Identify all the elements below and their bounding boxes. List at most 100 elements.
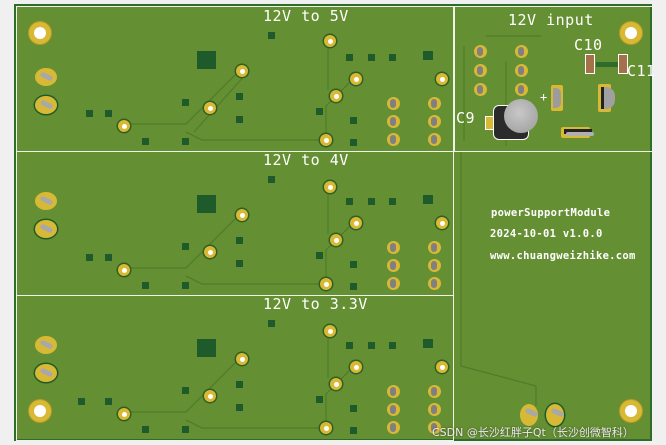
- pin: [387, 133, 400, 146]
- smd-pad: [346, 198, 353, 205]
- pin: [387, 241, 400, 254]
- via: [330, 90, 342, 102]
- via: [236, 353, 248, 365]
- via: [204, 390, 216, 402]
- section-title-input: 12V input: [508, 11, 594, 29]
- smd-pad: [182, 282, 189, 289]
- pin: [428, 133, 441, 146]
- terminal-4v-1: [35, 192, 57, 210]
- inductor-pad-3v3: [197, 339, 216, 357]
- regulator-pad-3v3: [423, 339, 433, 348]
- via: [204, 246, 216, 258]
- section-title-5v: 12V to 5V: [263, 7, 349, 25]
- smd-pad: [389, 198, 396, 205]
- section-outline-input: [454, 6, 654, 152]
- section-title-3v3: 12V to 3.3V: [263, 295, 368, 313]
- terminal-3v3-1: [35, 336, 57, 354]
- copper-traces: [124, 35, 541, 429]
- smd-pad: [368, 54, 375, 61]
- c10-c11-trace: [596, 62, 618, 67]
- pin: [387, 259, 400, 272]
- smd-pad: [182, 243, 189, 250]
- pin: [428, 385, 441, 398]
- smd-pad: [236, 116, 243, 123]
- via: [330, 234, 342, 246]
- smd-pad: [142, 426, 149, 433]
- pin: [387, 115, 400, 128]
- board-date-version: 2024-10-01 v1.0.0: [490, 228, 603, 240]
- via: [236, 209, 248, 221]
- smd-pad: [350, 117, 357, 124]
- section-title-4v: 12V to 4V: [263, 151, 349, 169]
- watermark: CSDN @长沙红胖子Qt（长沙创微智科）: [432, 426, 634, 439]
- mounting-hole-top-left: [29, 22, 51, 44]
- via: [320, 422, 332, 434]
- smd-pad: [182, 426, 189, 433]
- c9-label: C9: [456, 109, 476, 127]
- terminal-input-2: [546, 404, 564, 426]
- via: [236, 65, 248, 77]
- input-header-pin: [515, 64, 528, 77]
- inductor-pad-5v: [197, 51, 216, 69]
- smd-pad: [182, 387, 189, 394]
- smd-pad: [236, 404, 243, 411]
- smd-pad: [316, 396, 323, 403]
- c10-capacitor: [585, 54, 595, 74]
- smd-pad: [142, 282, 149, 289]
- smd-pad: [236, 237, 243, 244]
- via: [330, 378, 342, 390]
- via: [118, 264, 130, 276]
- pin: [428, 241, 441, 254]
- c11-capacitor: [618, 54, 628, 74]
- smd-pad: [346, 342, 353, 349]
- mounting-hole-top-right: [620, 22, 642, 44]
- board-website: www.chuangweizhike.com: [490, 250, 636, 262]
- pin: [428, 421, 441, 434]
- polarity-plus: +: [540, 90, 548, 104]
- pin: [428, 115, 441, 128]
- pin: [428, 277, 441, 290]
- pin: [387, 421, 400, 434]
- via: [350, 73, 362, 85]
- section-outline-3v3: [16, 295, 454, 441]
- terminal-input-1: [520, 404, 538, 426]
- c9-can: [504, 99, 538, 133]
- terminal-5v-2: [35, 96, 57, 114]
- via: [436, 361, 448, 373]
- smd-pad: [78, 398, 85, 405]
- smd-pad: [236, 381, 243, 388]
- via: [324, 181, 336, 193]
- input-header-pin: [515, 45, 528, 58]
- smd-pad: [86, 254, 93, 261]
- smd-pad: [236, 260, 243, 267]
- smd-pad: [316, 252, 323, 259]
- mounting-hole-bottom-right: [620, 400, 642, 422]
- terminal-4v-2: [35, 220, 57, 238]
- pin: [428, 259, 441, 272]
- regulator-pad-4v: [423, 195, 433, 204]
- terminal-5v-1: [35, 68, 57, 86]
- smd-pad: [268, 320, 275, 327]
- smd-pad: [350, 405, 357, 412]
- smd-pad: [268, 176, 275, 183]
- smd-pad: [86, 110, 93, 117]
- tantalum-capacitor: [551, 85, 563, 111]
- via: [324, 325, 336, 337]
- smd-pad: [105, 254, 112, 261]
- smd-pad: [350, 139, 357, 146]
- input-header-pin: [474, 83, 487, 96]
- terminal-3v3-2: [35, 364, 57, 382]
- regulator-ic: [598, 84, 615, 112]
- regulator-pad-5v: [423, 51, 433, 60]
- pin: [428, 97, 441, 110]
- c10-label: C10: [574, 36, 603, 54]
- smd-pad: [182, 138, 189, 145]
- smd-pad: [350, 283, 357, 290]
- smd-pad: [368, 342, 375, 349]
- via: [436, 217, 448, 229]
- via: [324, 35, 336, 47]
- smd-pad: [236, 93, 243, 100]
- smd-pad: [105, 398, 112, 405]
- via: [350, 217, 362, 229]
- via: [118, 408, 130, 420]
